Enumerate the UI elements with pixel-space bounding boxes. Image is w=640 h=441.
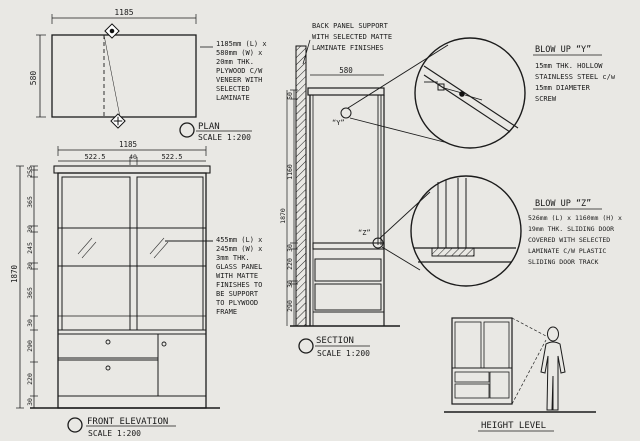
front-drawer-lower	[57, 359, 159, 397]
section-height-dimension-ticks	[290, 89, 298, 327]
blowup-z-leader-top	[379, 191, 431, 239]
blowup-z-leader-bottom	[381, 246, 421, 271]
plan-hinge-symbol-bottom	[110, 113, 126, 129]
blowup-y-leader-top	[347, 44, 449, 109]
section-drawer-upper	[314, 258, 382, 282]
svg-text:290: 290	[286, 300, 294, 312]
front-height-dimension-labels: 5 25 365 30 245 30 365 30 290 220 30	[26, 166, 34, 406]
plan-depth-dimension: 580	[29, 71, 38, 86]
height-level-title: HEIGHT LEVEL	[481, 421, 546, 431]
svg-text:25: 25	[26, 170, 34, 178]
front-mullion-width-dimension: 40	[129, 153, 137, 161]
front-drawer-upper	[57, 333, 159, 359]
plan-spec-text: 1185mm (L) x 580mm (W) x 20mm THK. PLYWO…	[216, 40, 271, 102]
section-view: BACK PANEL SUPPORT WITH SELECTED MATTE L…	[279, 22, 400, 358]
blowup-y-title: BLOW UP “Y”	[535, 45, 591, 55]
front-side-cabinet-door	[157, 333, 207, 397]
front-cornice	[53, 165, 211, 174]
front-right-glass-door	[136, 176, 204, 331]
blowup-z-sliding-track	[431, 247, 475, 257]
section-detail-z-callout	[372, 237, 384, 249]
height-level-sightlines	[511, 317, 547, 405]
height-level-cabinet	[451, 317, 513, 405]
svg-text:5: 5	[26, 166, 34, 170]
blowup-z-view: BLOW UP “Z” 526mm (L) x 1160mm (H) x 19m…	[379, 175, 626, 287]
svg-text:290: 290	[26, 340, 34, 352]
svg-text:30: 30	[286, 280, 294, 288]
plan-title-marker	[179, 122, 195, 138]
front-drawer-knob	[105, 339, 111, 345]
front-left-door-width-dimension: 522.5	[84, 153, 105, 161]
svg-text:220: 220	[26, 373, 34, 385]
blowup-y-screw	[459, 91, 465, 97]
section-title-marker	[298, 338, 314, 354]
svg-text:30: 30	[26, 319, 34, 327]
front-right-door-width-dimension: 522.5	[161, 153, 182, 161]
plan-title: PLAN	[198, 122, 220, 132]
plan-width-dimension: 1185	[114, 8, 133, 17]
front-glass-spec-text: 455mm (L) x 245mm (W) x 3mm THK. GLASS P…	[216, 236, 267, 316]
section-scale: SCALE 1:200	[317, 349, 370, 358]
svg-text:30: 30	[26, 398, 34, 406]
blowup-y-circle	[414, 37, 526, 149]
section-depth-dimension: 580	[339, 66, 353, 75]
front-elevation-title-marker	[67, 417, 83, 433]
section-height-dimension-labels: 50 1160 1870 30 220 30 290	[279, 92, 294, 312]
blowup-z-title: BLOW UP “Z”	[535, 199, 591, 209]
section-back-panel-note: BACK PANEL SUPPORT WITH SELECTED MATTE L…	[312, 22, 396, 52]
blowup-y-view: BLOW UP “Y” 15mm THK. HOLLOW STAINLESS S…	[347, 37, 619, 149]
section-marker-z: “Z”	[358, 229, 371, 237]
svg-text:220: 220	[286, 258, 294, 270]
svg-text:245: 245	[26, 242, 34, 254]
section-title: SECTION	[316, 336, 354, 346]
blowup-y-leader-bottom	[349, 117, 445, 143]
height-level-view: HEIGHT LEVEL	[444, 317, 596, 432]
front-overall-width-dimension: 1185	[119, 140, 137, 149]
svg-text:30: 30	[26, 262, 34, 270]
svg-text:1870: 1870	[279, 208, 287, 224]
svg-text:50: 50	[286, 92, 294, 100]
svg-text:30: 30	[26, 225, 34, 233]
front-left-glass-door	[61, 176, 131, 331]
svg-text:30: 30	[286, 244, 294, 252]
front-elevation-scale: SCALE 1:200	[88, 429, 141, 438]
svg-text:365: 365	[26, 287, 34, 299]
blowup-z-spec-text: 526mm (L) x 1160mm (H) x 19mm THK. SLIDI…	[528, 214, 626, 266]
section-marker-y: “Y”	[332, 119, 345, 127]
blowup-z-circle	[410, 175, 522, 287]
front-glass-reflection-marks	[77, 237, 169, 259]
plan-hinge-symbol-top	[104, 23, 120, 39]
front-elevation-title: FRONT ELEVATION	[87, 417, 168, 427]
front-overall-height-dimension: 1870	[10, 264, 19, 283]
front-drawer-knob	[105, 365, 111, 371]
svg-text:365: 365	[26, 196, 34, 208]
blowup-y-spec-text: 15mm THK. HOLLOW STAINLESS STEEL c/w 15m…	[535, 62, 619, 103]
front-door-knob	[161, 341, 167, 347]
blowup-y-steel-bracket	[437, 83, 445, 91]
human-figure-icon	[540, 326, 566, 411]
front-cabinet-outline	[57, 172, 207, 409]
plan-outline	[51, 34, 197, 118]
front-elevation-view: 1185 522.5 40 522.5 1870 5 25 365 30 245…	[10, 140, 267, 438]
plan-scale: SCALE 1:200	[198, 133, 251, 142]
section-detail-y-callout	[340, 107, 352, 119]
section-drawer-lower	[314, 283, 382, 311]
section-middle-shelf	[312, 242, 385, 250]
svg-text:1160: 1160	[286, 164, 294, 180]
plan-view: 1185 580 1185mm (L) x 580mm (W) x 20mm T…	[29, 8, 271, 142]
section-cabinet-top	[307, 87, 385, 96]
